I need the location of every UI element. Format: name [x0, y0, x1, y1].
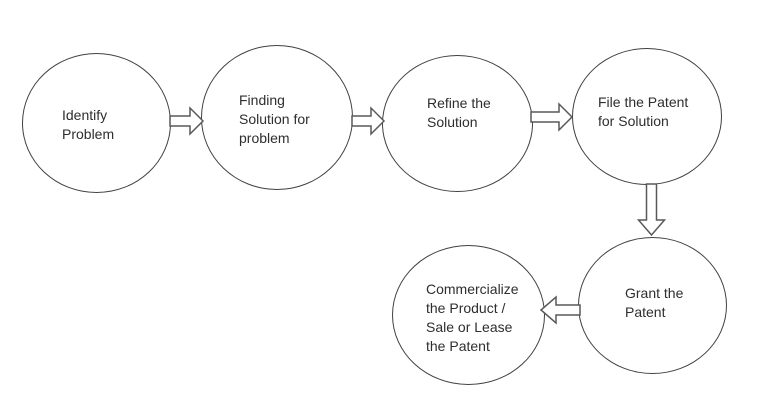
node-label-identify-problem: Identify Problem [62, 107, 115, 142]
arrow-refine-to-file-icon [530, 102, 574, 132]
node-label-file-patent: File the Patent for Solution [598, 94, 689, 129]
node-grant-patent [578, 237, 727, 374]
node-label-refine-solution: Refine the Solution [427, 95, 491, 130]
arrow-finding-to-refine-icon [351, 106, 386, 136]
arrow-identify-to-finding-icon [169, 106, 205, 136]
node-label-finding-solution: Finding Solution for problem [239, 92, 310, 146]
node-label-grant-patent: Grant the Patent [625, 285, 684, 320]
node-commercialize [392, 245, 545, 385]
arrow-file-to-grant-icon [636, 183, 667, 237]
node-refine-solution [382, 55, 533, 192]
node-finding-solution [201, 45, 353, 190]
arrow-grant-to-commercialize-icon [539, 295, 581, 325]
node-file-patent [572, 48, 722, 185]
node-identify-problem [22, 53, 171, 193]
node-label-commercialize: Commercialize the Product / Sale or Leas… [426, 281, 519, 354]
